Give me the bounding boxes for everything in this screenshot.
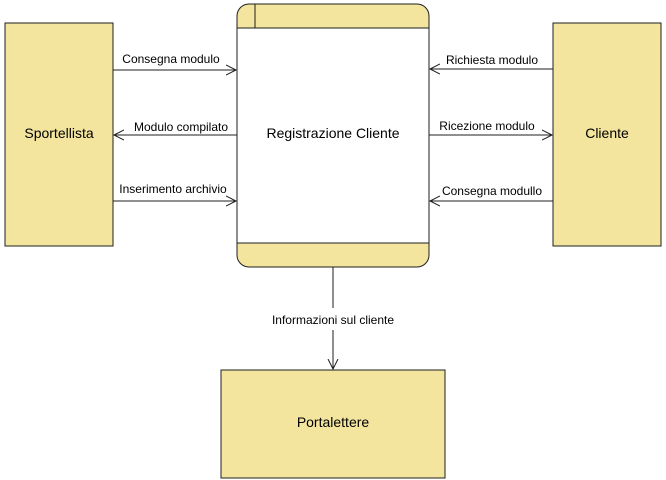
edge-modulo-compilato: Modulo compilato (114, 120, 237, 135)
edge-modulo-compilato-label: Modulo compilato (134, 120, 228, 134)
edge-consegna-modullo: Consegna modullo (430, 184, 553, 201)
edge-ricezione-modulo-label: Ricezione modulo (439, 119, 535, 133)
edge-richiesta-modulo-label: Richiesta modulo (446, 53, 538, 67)
edge-ricezione-modulo: Ricezione modulo (429, 119, 552, 135)
entity-portalettere-label: Portalettere (297, 414, 370, 430)
entity-sportellista-label: Sportellista (24, 125, 93, 141)
entity-portalettere[interactable]: Portalettere (220, 369, 446, 479)
edge-consegna-modullo-label: Consegna modullo (442, 184, 542, 198)
entity-cliente-label: Cliente (585, 125, 629, 141)
edge-richiesta-modulo: Richiesta modulo (430, 53, 553, 69)
edge-consegna-modulo-label: Consegna modulo (122, 52, 220, 66)
edge-inserimento-archivio-label: Inserimento archivio (119, 182, 227, 196)
edge-informazioni-cliente-label: Informazioni sul cliente (272, 313, 394, 327)
edge-inserimento-archivio: Inserimento archivio (113, 182, 236, 201)
entity-sportellista[interactable]: Sportellista (4, 22, 114, 247)
process-label: Registrazione Cliente (266, 125, 399, 141)
entity-cliente[interactable]: Cliente (552, 22, 662, 247)
process-registrazione-cliente[interactable]: Registrazione Cliente (236, 3, 430, 268)
edge-informazioni-cliente-label-bg (262, 309, 404, 329)
edge-consegna-modulo: Consegna modulo (113, 52, 236, 70)
edge-informazioni-cliente: Informazioni sul cliente (262, 267, 404, 369)
